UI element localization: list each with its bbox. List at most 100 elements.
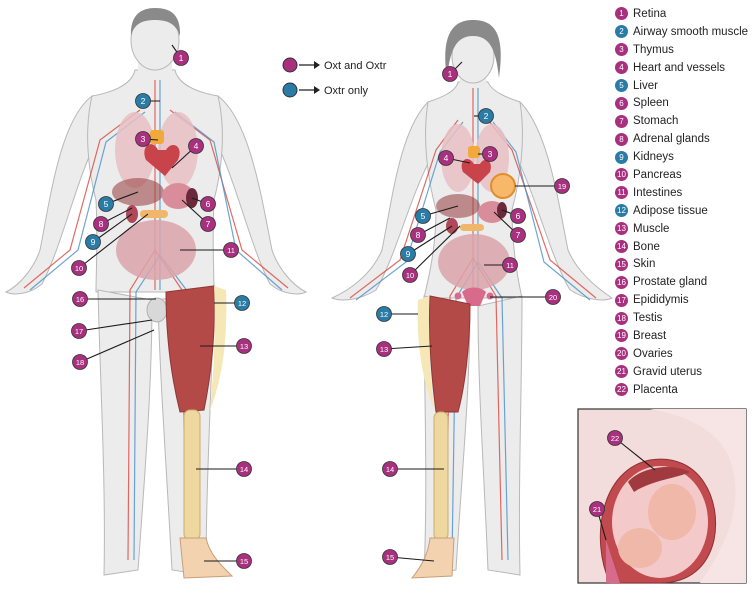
- male-figure: [6, 8, 306, 578]
- callout-number: 12: [238, 299, 246, 308]
- callout-number: 15: [386, 553, 394, 562]
- callout-number: 16: [76, 295, 84, 304]
- callout-number: 3: [141, 134, 146, 144]
- male-foot: [180, 538, 232, 578]
- legend-item: 8 Adrenal glands: [615, 130, 752, 148]
- callout-number: 6: [206, 199, 211, 209]
- callout-number: 12: [380, 310, 388, 319]
- legend-label: Adrenal glands: [633, 133, 710, 145]
- legend-label: Testis: [633, 312, 662, 324]
- legend-item: 3 Thymus: [615, 41, 752, 59]
- legend-number-badge: 21: [615, 365, 628, 378]
- callout-number: 3: [488, 149, 493, 159]
- inset-fetus-head: [618, 528, 662, 568]
- legend-label: Placenta: [633, 384, 678, 396]
- male-right-arm: [218, 96, 306, 294]
- legend-number-badge: 10: [615, 168, 628, 181]
- legend-number-badge: 1: [615, 7, 628, 20]
- pregnancy-inset: [578, 409, 746, 583]
- legend-number-badge: 16: [615, 276, 628, 289]
- female-thymus: [468, 146, 480, 158]
- legend-number-badge: 18: [615, 312, 628, 325]
- legend-item: 9 Kidneys: [615, 148, 752, 166]
- callout-number: 17: [75, 327, 83, 336]
- legend-label: Kidneys: [633, 151, 674, 163]
- legend-label: Spleen: [633, 97, 669, 109]
- callout-number: 14: [386, 465, 394, 474]
- legend-label: Epididymis: [633, 294, 689, 306]
- callout-number: 18: [76, 358, 84, 367]
- legend-label: Thymus: [633, 44, 674, 56]
- callout-number: 9: [91, 237, 96, 247]
- legend-item: 19Breast: [615, 327, 752, 345]
- female-ovary-right: [487, 293, 494, 300]
- callout-number: 19: [558, 182, 566, 191]
- key-oxtr-only-label: Oxtr only: [324, 85, 369, 97]
- callout-number: 5: [421, 211, 426, 221]
- legend-number-badge: 17: [615, 294, 628, 307]
- legend-label: Pancreas: [633, 169, 682, 181]
- key-oxt-and-oxtr-dot: [283, 58, 297, 72]
- callout-number: 14: [240, 465, 248, 474]
- callout-number: 22: [611, 434, 619, 443]
- legend-number-badge: 11: [615, 186, 628, 199]
- legend-number-badge: 3: [615, 43, 628, 56]
- legend-number-badge: 15: [615, 258, 628, 271]
- callout-number: 11: [506, 261, 514, 270]
- key-markers: Oxt and Oxtr Oxtr only: [283, 58, 387, 97]
- legend-label: Stomach: [633, 115, 678, 127]
- legend-item: 12Adipose tissue: [615, 202, 752, 220]
- legend-number-badge: 2: [615, 25, 628, 38]
- legend-item: 7 Stomach: [615, 112, 752, 130]
- inset-fetus-body: [648, 484, 696, 540]
- callout-number: 15: [240, 557, 248, 566]
- callout-number: 10: [406, 271, 414, 280]
- callout-number: 10: [75, 264, 83, 273]
- legend-label: Prostate gland: [633, 276, 707, 288]
- legend-label: Skin: [633, 258, 655, 270]
- key-oxt-and-oxtr-label: Oxt and Oxtr: [324, 60, 387, 72]
- female-breast: [491, 174, 515, 198]
- callout-number: 1: [448, 69, 453, 79]
- callout-number: 7: [516, 230, 521, 240]
- female-left-arm: [332, 102, 432, 300]
- legend-item: 10 Pancreas: [615, 166, 752, 184]
- legend-label: Adipose tissue: [633, 205, 708, 217]
- male-genitals: [147, 298, 167, 322]
- callout-number: 21: [593, 505, 601, 514]
- callout-number: 13: [240, 342, 248, 351]
- legend-number-badge: 9: [615, 151, 628, 164]
- legend-label: Retina: [633, 8, 666, 20]
- legend-number-badge: 19: [615, 329, 628, 342]
- legend-number-badge: 7: [615, 115, 628, 128]
- callout-number: 7: [206, 219, 211, 229]
- key-oxt-and-oxtr-arrowhead: [314, 61, 320, 69]
- callout-number: 20: [549, 293, 557, 302]
- legend-item: 16 Prostate gland: [615, 273, 752, 291]
- legend-number-badge: 14: [615, 240, 628, 253]
- legend-number-badge: 4: [615, 61, 628, 74]
- legend-item: 15 Skin: [615, 255, 752, 273]
- legend-number-badge: 22: [615, 383, 628, 396]
- legend-item: 22 Placenta: [615, 381, 752, 399]
- female-right-arm: [516, 102, 612, 300]
- female-figure: [332, 20, 612, 578]
- legend-item: 5Liver: [615, 77, 752, 95]
- male-thymus: [150, 130, 164, 144]
- legend-number-badge: 5: [615, 79, 628, 92]
- female-right-leg: [478, 296, 522, 575]
- legend-item: 21 Gravid uterus: [615, 363, 752, 381]
- legend-number-badge: 8: [615, 133, 628, 146]
- female-foot: [412, 538, 454, 578]
- callout-number: 1: [179, 53, 184, 63]
- callout-number: 2: [484, 111, 489, 121]
- legend-item: 1 Retina: [615, 5, 752, 23]
- legend-label: Bone: [633, 241, 660, 253]
- callout-number: 8: [99, 219, 104, 229]
- legend-label: Heart and vessels: [633, 62, 725, 74]
- callout-number: 4: [444, 153, 449, 163]
- legend-label: Gravid uterus: [633, 366, 702, 378]
